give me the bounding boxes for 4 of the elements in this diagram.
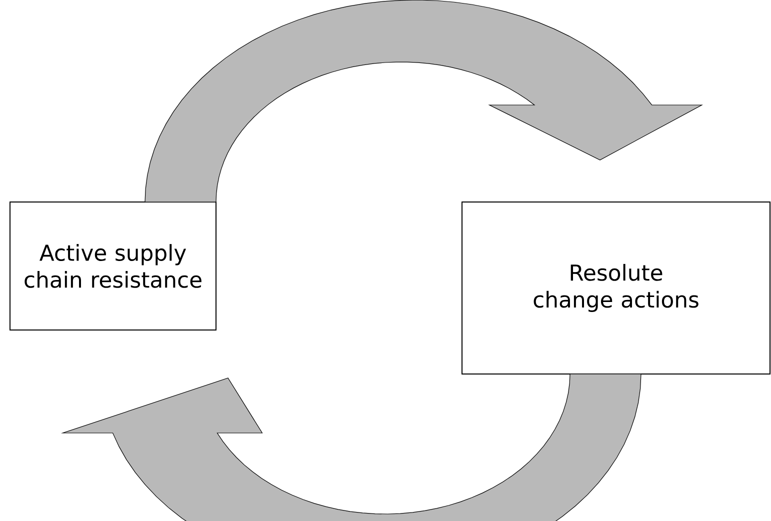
text-box: Active supply chain resistance [10,202,216,330]
curved-arrow [144,0,704,202]
curved-arrow [60,374,642,521]
text-box: Resolute change actions [462,202,770,374]
